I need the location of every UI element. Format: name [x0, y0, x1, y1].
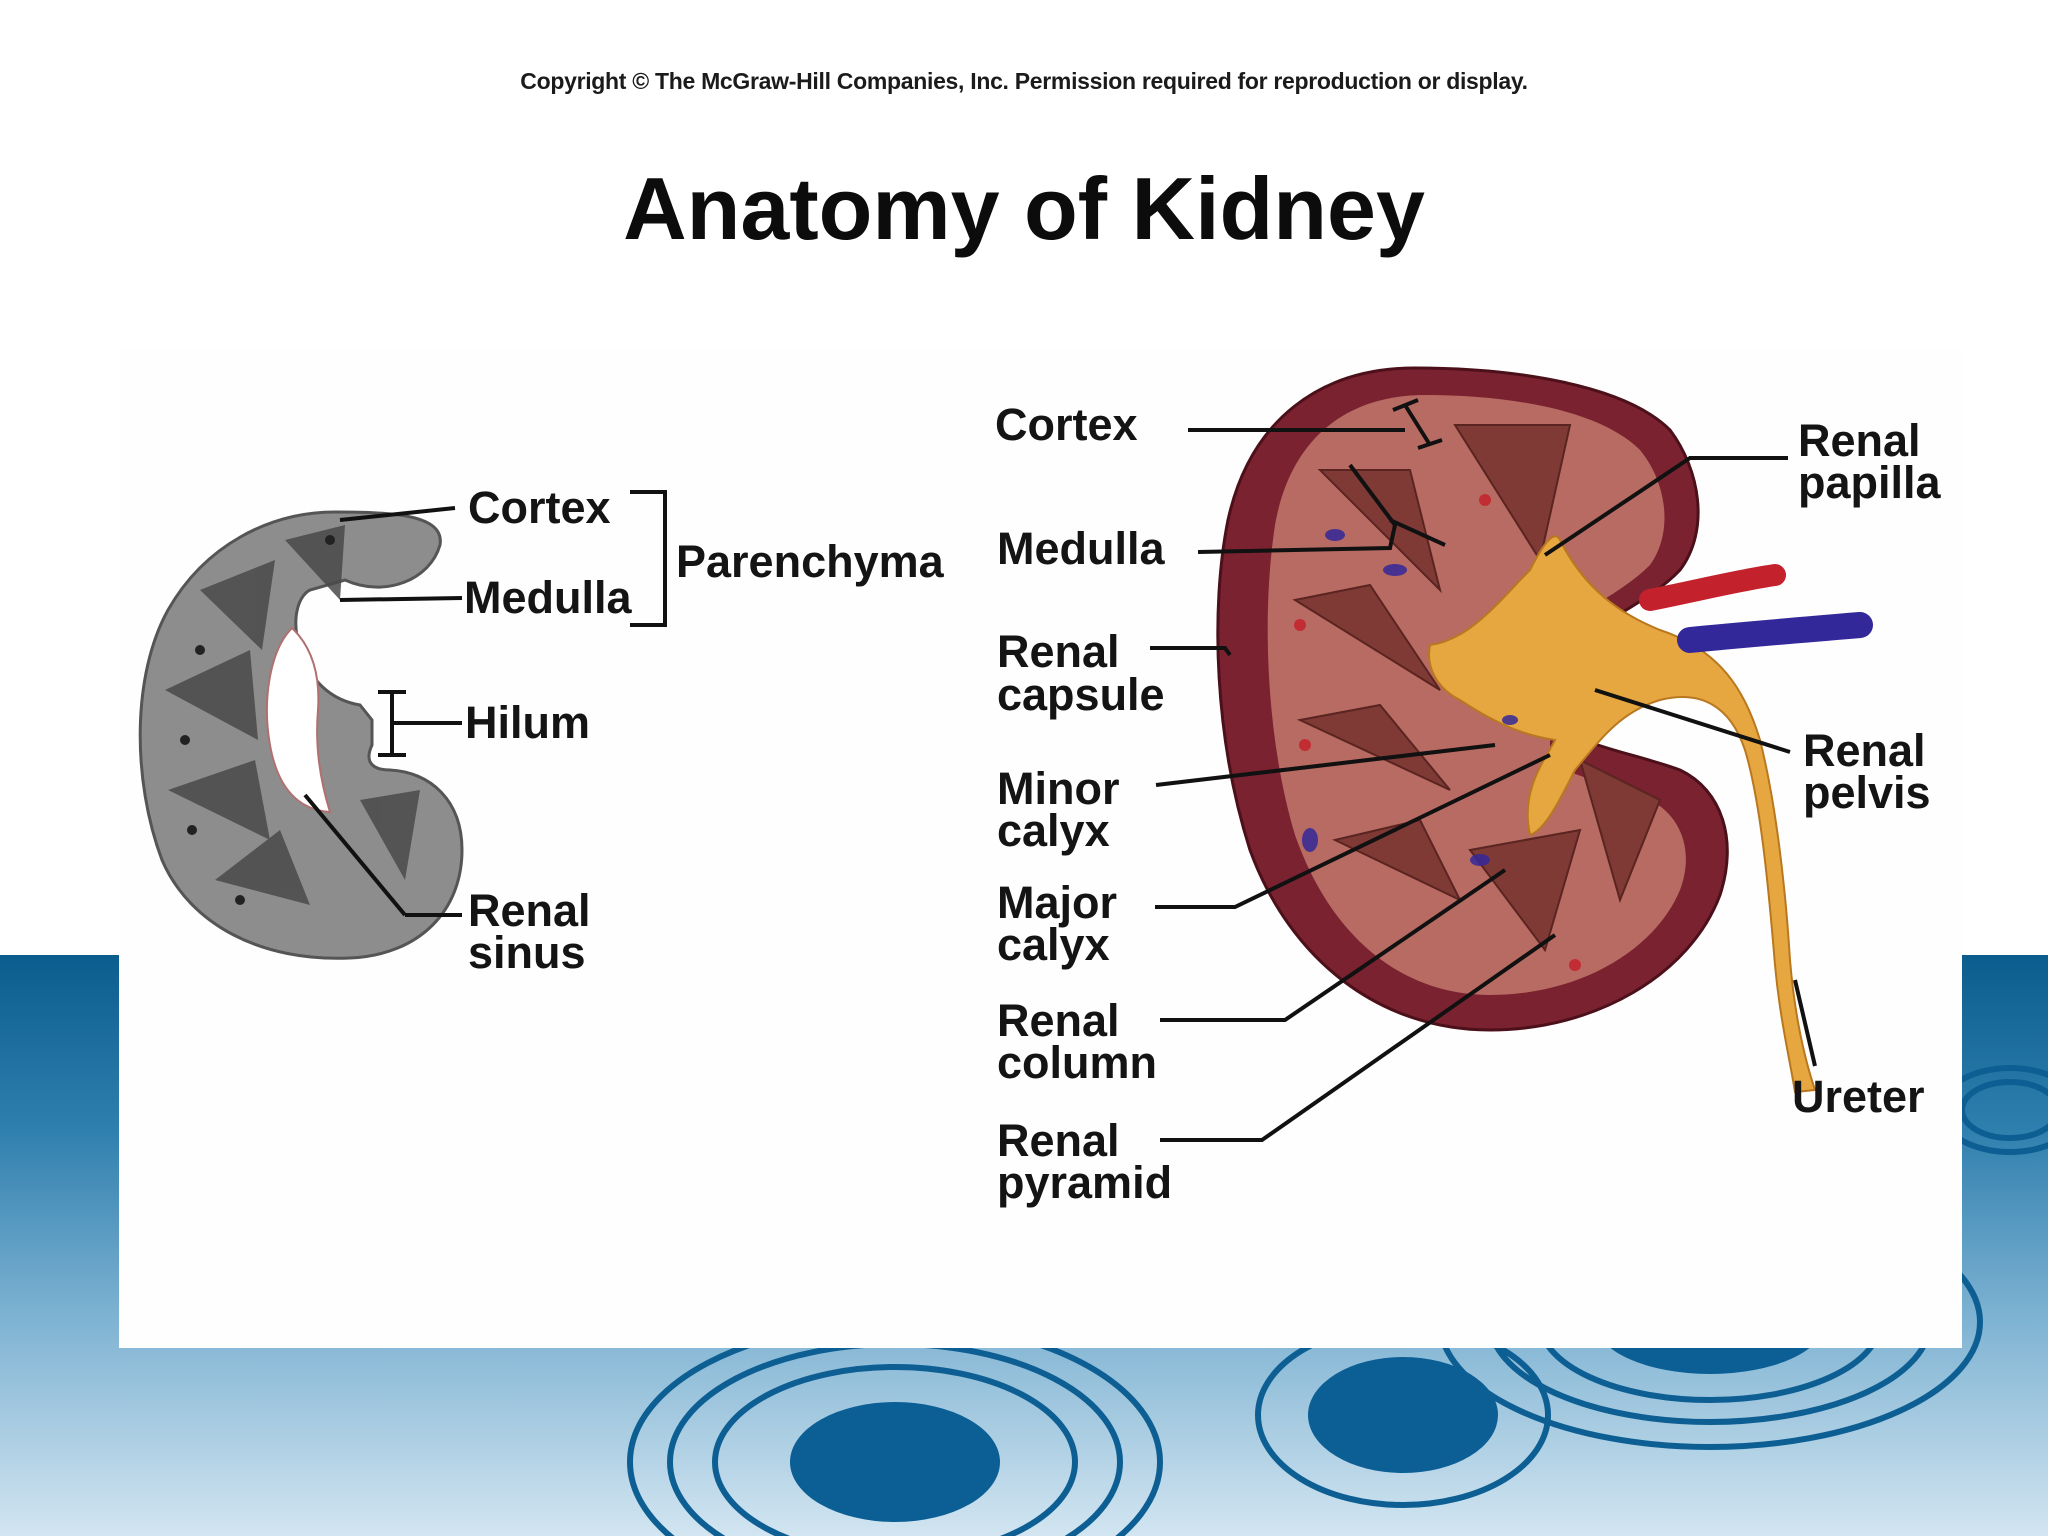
label-renal-papilla-line2: papilla [1798, 457, 1942, 508]
label-renal-capsule-line1: Renal [997, 626, 1120, 677]
kidney-section-gray [138, 510, 464, 960]
label-major-calyx-line1: Major [997, 877, 1117, 928]
leader-renal-capsule [1150, 646, 1232, 657]
label-renal-column-line1: Renal [997, 995, 1120, 1046]
label-renal-pyramid-line1: Renal [997, 1115, 1120, 1166]
label-cortex-left: Cortex [468, 482, 611, 533]
label-renal-papilla-line1: Renal [1798, 415, 1921, 466]
kidney-colored [1216, 366, 1873, 1094]
leader-renal-papilla [1543, 456, 1788, 557]
leader-minor-calyx [1155, 743, 1496, 787]
label-renal-sinus-line2: sinus [468, 927, 586, 978]
label-renal-pelvis-line1: Renal [1803, 725, 1926, 776]
leader-medulla-center-branch [1389, 518, 1446, 547]
label-medulla-left: Medulla [464, 572, 632, 623]
label-major-calyx-line2: calyx [997, 919, 1110, 970]
label-hilum: Hilum [465, 697, 590, 748]
leader-renal-column [1160, 868, 1507, 1022]
cortex-bracket-cap-top [1392, 398, 1419, 412]
leader-major-calyx [1155, 753, 1551, 909]
label-medulla-center: Medulla [997, 523, 1165, 574]
leader-renal-sinus [303, 793, 407, 917]
label-cortex-center: Cortex [995, 399, 1138, 450]
cortex-bracket [1403, 403, 1432, 447]
leader-renal-pelvis [1594, 688, 1791, 754]
label-minor-calyx-line1: Minor [997, 763, 1119, 814]
label-renal-sinus-line1: Renal [468, 885, 591, 936]
label-parenchyma: Parenchyma [676, 536, 945, 587]
leader-medulla-left [339, 596, 463, 602]
label-minor-calyx-line2: calyx [997, 805, 1110, 856]
parenchyma-bracket [630, 490, 667, 627]
leader-ureter [1793, 979, 1817, 1067]
label-renal-column-line2: column [997, 1037, 1157, 1088]
label-renal-pyramid-line2: pyramid [997, 1157, 1172, 1208]
label-renal-capsule-line2: capsule [997, 669, 1165, 720]
leader-medulla-center [1197, 463, 1398, 554]
label-renal-pelvis-line2: pelvis [1803, 767, 1931, 818]
leader-cortex-left [339, 506, 456, 522]
leader-renal-pyramid [1160, 933, 1557, 1142]
slide-title: Anatomy of Kidney [623, 159, 1425, 258]
label-ureter: Ureter [1792, 1071, 1925, 1122]
cortex-bracket-cap-bottom [1417, 438, 1443, 450]
copyright-notice: Copyright © The McGraw-Hill Companies, I… [520, 68, 1528, 94]
